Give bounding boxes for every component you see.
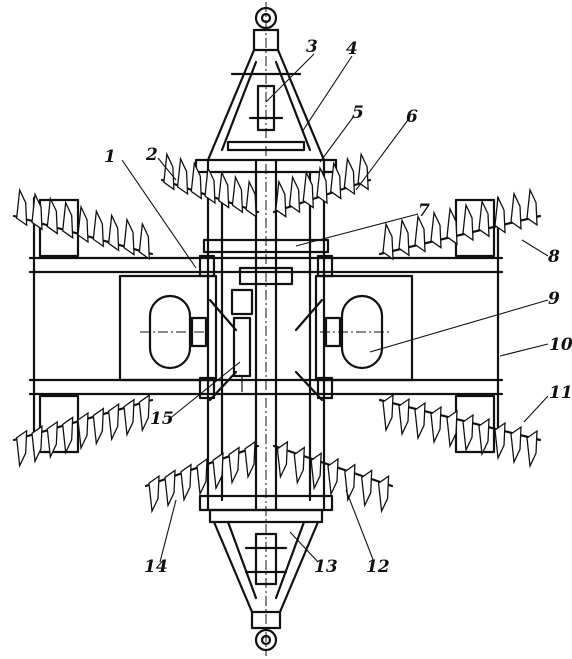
- label-9: 9: [548, 289, 560, 309]
- label-1: 1: [104, 147, 116, 167]
- gang-rear-right-disc: [377, 474, 390, 514]
- gang-rear-right-disc: [344, 463, 356, 503]
- label-11: 11: [549, 383, 572, 403]
- gang-front-right-disc: [316, 165, 328, 205]
- transport-wheels: [140, 294, 392, 370]
- gang-right-bottom-disc: [382, 393, 394, 433]
- gang-right-bottom-disc: [494, 421, 506, 461]
- gang-right-bottom-disc: [446, 409, 458, 449]
- gang-left-top-disc: [31, 191, 43, 231]
- gang-rear-left-disc: [164, 469, 176, 508]
- gang-left-bottom-disc: [31, 425, 43, 464]
- gang-right-top-disc: [526, 187, 538, 227]
- gang-rear-left-disc: [180, 463, 192, 503]
- gang-rear-right-disc: [361, 469, 373, 508]
- gang-left-bottom-disc: [92, 407, 105, 446]
- label-8: 8: [547, 247, 560, 267]
- gang-front-left-disc: [204, 165, 216, 205]
- gang-front-left-disc: [231, 174, 244, 214]
- gang-right-top-disc: [494, 195, 506, 234]
- gang-right-top-disc: [430, 210, 442, 249]
- label-7: 7: [418, 201, 430, 221]
- gang-rear-right-disc: [310, 451, 322, 491]
- gang-front-left-disc: [190, 161, 202, 200]
- label-4: 4: [346, 39, 358, 59]
- gang-rear-left-disc: [196, 457, 208, 497]
- gang-front-left-disc: [218, 170, 230, 209]
- gang-right-top-disc: [398, 217, 410, 257]
- gang-front-left-disc: [245, 179, 257, 219]
- gang-left-top-disc: [123, 217, 135, 256]
- gang-left-bottom-disc: [107, 402, 120, 442]
- label-2: 2: [145, 145, 158, 165]
- gang-left-top-disc: [107, 213, 120, 252]
- gang-left-top-disc: [138, 221, 151, 261]
- gang-rear-right-disc: [327, 457, 339, 497]
- gang-front-left-disc: [176, 156, 189, 196]
- gang-right-top-disc: [414, 214, 426, 253]
- leader-lines: [121, 53, 549, 563]
- gang-right-top-disc: [478, 198, 490, 238]
- disc-gangs: [12, 151, 542, 514]
- gang-front-right-disc: [275, 179, 287, 219]
- gang-left-bottom-disc: [46, 420, 59, 460]
- gang-left-bottom-disc: [138, 393, 151, 433]
- gang-front-right-disc: [302, 170, 314, 209]
- label-15: 15: [150, 409, 174, 429]
- gang-left-bottom-disc: [15, 429, 28, 469]
- gang-right-bottom-disc: [478, 417, 490, 457]
- label-3: 3: [306, 37, 318, 57]
- gang-left-top-disc: [46, 196, 59, 235]
- gang-left-top-disc: [15, 187, 28, 227]
- gang-front-right-disc: [343, 156, 356, 196]
- gang-rear-left-disc: [244, 440, 256, 480]
- gang-left-top-disc: [92, 208, 105, 248]
- gang-right-top-disc: [510, 191, 522, 230]
- gang-front-right-disc: [357, 151, 369, 191]
- label-13: 13: [314, 557, 338, 577]
- label-5: 5: [352, 103, 364, 123]
- gang-right-top-disc: [462, 202, 474, 242]
- hydraulic-cylinder: [230, 288, 254, 392]
- label-14: 14: [144, 557, 168, 577]
- gang-rear-left-disc: [148, 474, 160, 514]
- gang-left-top-disc: [61, 200, 74, 240]
- central-frame: [194, 2, 338, 656]
- part-number-labels: 1 2 3 4 5 6 7 8 9 10 11 12 13 14 15: [104, 37, 572, 577]
- label-6: 6: [406, 107, 418, 127]
- gang-front-right-disc: [288, 174, 301, 214]
- gang-left-bottom-disc: [123, 398, 135, 438]
- gang-right-bottom-disc: [430, 405, 442, 445]
- gang-rear-right-disc: [276, 440, 289, 480]
- gang-left-top-disc: [77, 204, 89, 244]
- gang-right-bottom-disc: [398, 397, 410, 437]
- gang-right-top-disc: [446, 206, 458, 246]
- label-12: 12: [366, 557, 390, 577]
- gang-left-bottom-disc: [77, 411, 89, 451]
- gang-rear-left-disc: [212, 451, 224, 491]
- gang-rear-left-disc: [228, 446, 240, 485]
- gang-right-bottom-disc: [526, 429, 538, 469]
- gang-right-bottom-disc: [462, 413, 474, 453]
- label-10: 10: [549, 335, 572, 355]
- gang-rear-right-disc: [293, 446, 305, 485]
- gang-front-right-disc: [330, 161, 342, 200]
- gang-left-bottom-disc: [61, 416, 74, 455]
- gang-right-bottom-disc: [510, 425, 522, 465]
- gang-right-top-disc: [382, 221, 394, 261]
- gang-right-bottom-disc: [414, 401, 426, 441]
